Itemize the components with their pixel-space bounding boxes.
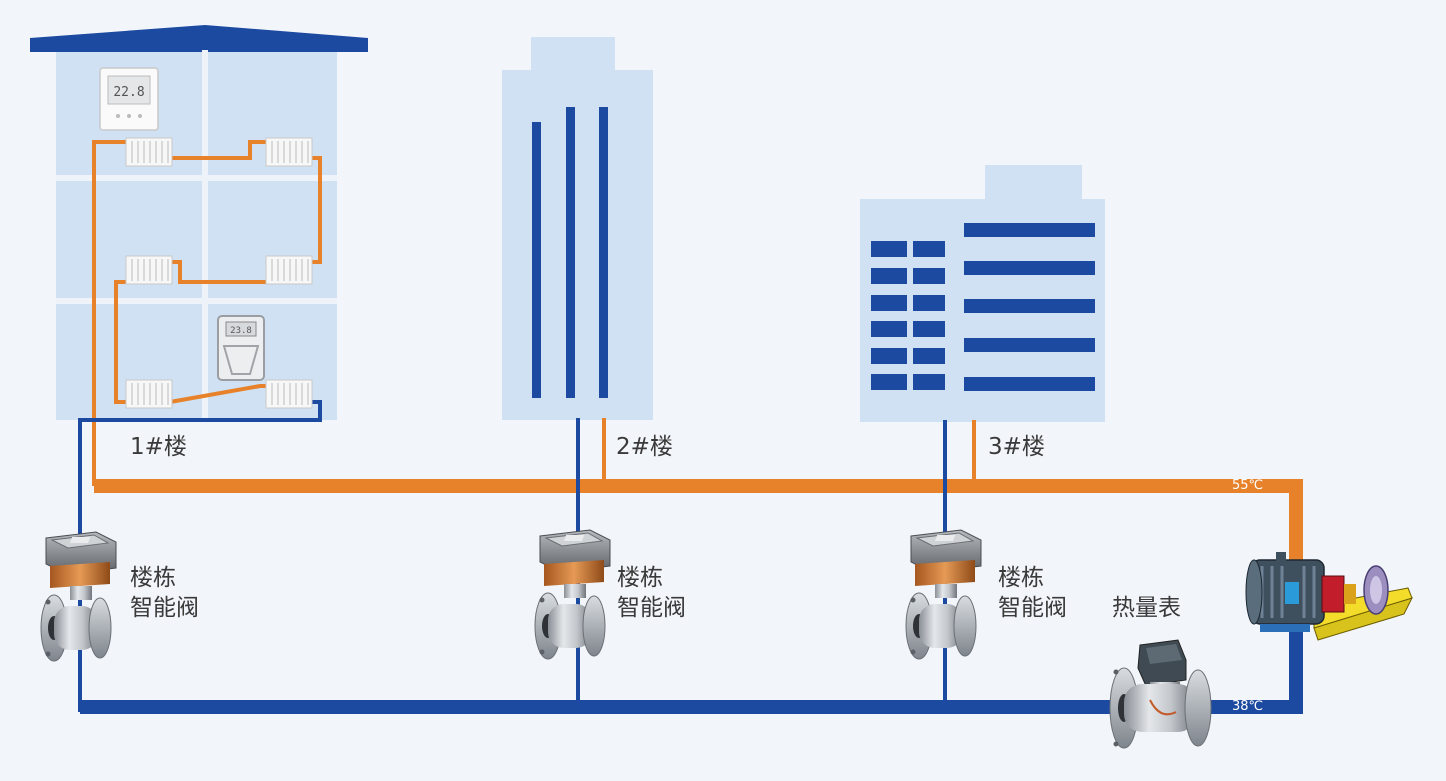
valve-1-label-line1: 楼栋 bbox=[130, 563, 176, 593]
valve-2-label-line2: 智能阀 bbox=[617, 593, 686, 623]
valve-3-label-line1: 楼栋 bbox=[998, 563, 1044, 593]
radiator-icon bbox=[266, 256, 312, 284]
return-temperature: 38℃ bbox=[1232, 699, 1263, 715]
radiator-icon bbox=[126, 380, 172, 408]
valve-1-label-line2: 智能阀 bbox=[130, 593, 199, 623]
heat-meter-label: 热量表 bbox=[1112, 593, 1181, 623]
circulation-pump-icon bbox=[1246, 552, 1412, 640]
radiator-icon bbox=[266, 138, 312, 166]
radiator-icon bbox=[266, 380, 312, 408]
radiator-icon bbox=[126, 256, 172, 284]
smart-valve-icon-2 bbox=[535, 530, 610, 659]
valve-3-label-line2: 智能阀 bbox=[998, 593, 1067, 623]
radiator-icon bbox=[126, 138, 172, 166]
heat-meter-icon bbox=[1110, 640, 1211, 748]
thermostat-icon: 22.8 bbox=[100, 68, 158, 130]
building-1 bbox=[30, 25, 368, 420]
building-2-label: 2#楼 bbox=[616, 432, 673, 462]
supply-temperature: 55℃ bbox=[1232, 478, 1263, 494]
supply-pipe bbox=[94, 418, 1296, 568]
building-3-label: 3#楼 bbox=[988, 432, 1045, 462]
smart-valve-icon-3 bbox=[906, 530, 981, 659]
valve-2-label-line1: 楼栋 bbox=[617, 563, 663, 593]
return-pipe bbox=[80, 418, 1296, 707]
building-1-label: 1#楼 bbox=[130, 432, 187, 462]
thermostat-display: 22.8 bbox=[113, 85, 144, 100]
smart-valve-icon-1 bbox=[41, 532, 116, 661]
building-3 bbox=[860, 165, 1105, 422]
controller-display: 23.8 bbox=[230, 326, 252, 336]
building-2 bbox=[502, 37, 653, 420]
room-controller-icon: 23.8 bbox=[218, 316, 264, 380]
